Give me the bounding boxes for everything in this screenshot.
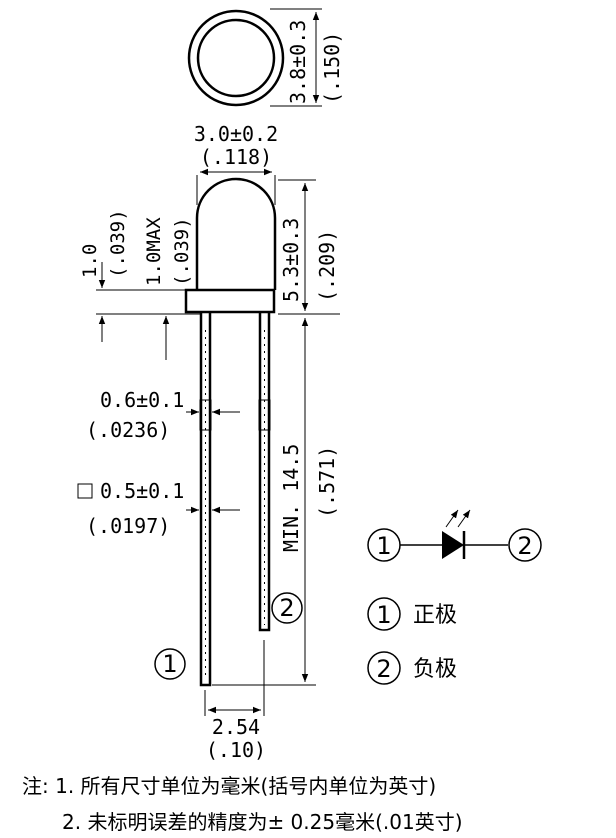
lead-length-inch-label: (.571) [315, 446, 339, 518]
note-line-1: 注: 1. 所有尺寸单位为毫米(括号内单位为英寸) [22, 774, 437, 798]
side-view [184, 177, 277, 687]
top-view: 3.8±0.3 (.150) [187, 8, 344, 107]
flange-height-inch-label: (.039) [107, 209, 129, 278]
pin2-callout: 2 [271, 592, 303, 624]
flange [184, 288, 276, 314]
lens-height-label: 5.3±0.3 [279, 218, 303, 302]
flange-height-dimension: 1.0 (.039) 1.0MAX (.039) [79, 209, 200, 360]
lead-square-inch-label: (.0197) [86, 514, 170, 538]
note-line-2: 2. 未标明误差的精度为± 0.25毫米(.01英寸) [62, 810, 463, 834]
legend-cathode-label: 负极 [413, 657, 457, 682]
lens-diameter-label: 3.0±0.2 [194, 122, 278, 146]
pin1-callout: 1 [154, 648, 186, 680]
lead-length-label: MIN. 14.5 [279, 444, 303, 552]
legend-cathode: 2 负极 [367, 651, 457, 685]
flange-max-label: 1.0MAX [143, 217, 165, 286]
legend-anode-label: 正极 [413, 603, 457, 628]
flange-height-label: 1.0 [79, 244, 101, 278]
lead-square-label: 0.5±0.1 [100, 479, 184, 503]
lead-width-label: 0.6±0.1 [100, 388, 184, 412]
outer-diameter-label: 3.8±0.3 [286, 20, 310, 104]
outer-diameter-inch-label: (.150) [320, 32, 344, 104]
top-view-inner-ring [196, 18, 276, 98]
flange-max-inch-label: (.039) [171, 217, 193, 286]
led-schematic-symbol: 1 2 [367, 509, 542, 562]
light-emission-arrows-icon [445, 509, 471, 528]
lens-diameter-inch-label: (.118) [200, 145, 272, 169]
pin2-number: 2 [279, 594, 294, 622]
top-view-outer-ring [187, 9, 285, 107]
schematic-pin2-number: 2 [517, 532, 532, 560]
lens-diameter-dimension: 3.0±0.2 (.118) [194, 122, 278, 205]
diode-triangle-icon [442, 531, 464, 559]
lead-anode [199, 312, 212, 687]
schematic-pin1-number: 1 [376, 532, 391, 560]
lead-square-dimension: 0.5±0.1 (.0197) [77, 479, 240, 538]
lead-spacing-label: 2.54 [212, 715, 260, 739]
square-symbol-icon [77, 483, 93, 499]
lens-height-inch-label: (.209) [315, 230, 339, 302]
lens-dome [195, 177, 277, 290]
lead-spacing-inch-label: (.10) [206, 738, 266, 762]
lead-spacing-dimension: 2.54 (.10) [204, 640, 266, 762]
lead-width-dimension: 0.6±0.1 (.0236) [86, 388, 240, 442]
legend-pin1-number: 1 [376, 601, 391, 629]
lead-width-inch-label: (.0236) [86, 418, 170, 442]
lead-length-dimension: MIN. 14.5 (.571) [212, 318, 339, 686]
lead-cathode [258, 312, 271, 632]
pin1-number: 1 [162, 650, 177, 678]
legend-pin2-number: 2 [376, 655, 391, 683]
lens-height-dimension: 5.3±0.3 (.209) [278, 179, 340, 315]
legend-anode: 1 正极 [367, 597, 457, 631]
